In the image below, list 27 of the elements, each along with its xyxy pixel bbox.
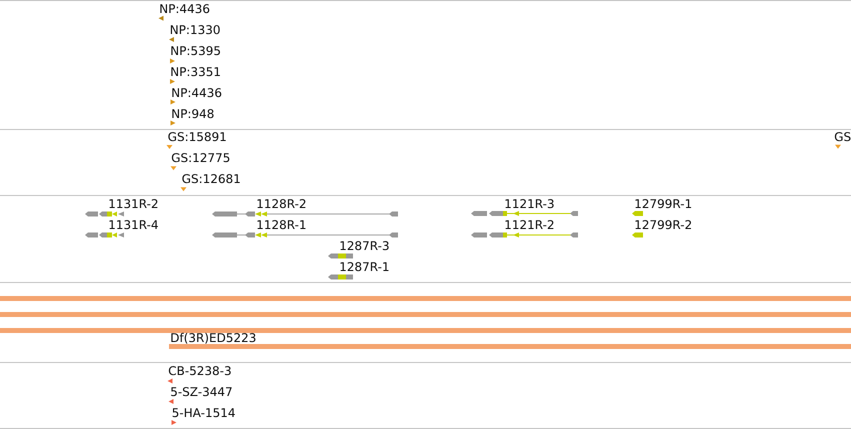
feature-label: Df(3R)ED5223 (171, 332, 256, 344)
feature-label: NP:3351 (171, 67, 220, 76)
feature-label: GS:15891 (168, 132, 226, 142)
feature-label: GS:12775 (172, 153, 230, 162)
feature-label: 1287R-3 (340, 241, 389, 250)
feature-label: 1121R-3 (506, 199, 554, 208)
feature-label: 12799R-2 (636, 220, 691, 230)
feature-label: NP:948 (172, 109, 214, 118)
feature-label: GS (834, 132, 850, 142)
feature-label: 1128R-1 (258, 220, 306, 230)
bar (0, 328, 851, 333)
feature-label: 5-HA-1514 (172, 408, 235, 418)
feature-label: NP:5395 (171, 46, 220, 56)
bar (0, 296, 851, 301)
feature-label: 1131R-2 (110, 199, 158, 208)
feature-label: NP:4436 (160, 4, 210, 14)
feature-label: 1131R-4 (110, 220, 158, 230)
feature-label: 12799R-1 (636, 199, 692, 208)
feature-label: CB-5238-3 (168, 366, 231, 376)
feature-label: 5-SZ-3447 (171, 387, 232, 396)
feature-label: 1128R-2 (258, 199, 306, 208)
bar (0, 312, 851, 317)
feature-label: 1121R-2 (506, 220, 554, 229)
feature-label: NP:4436 (172, 88, 222, 98)
feature-label: NP:1330 (170, 25, 220, 34)
feature-label: GS:12681 (182, 174, 240, 184)
feature-label: 1287R-1 (340, 262, 388, 272)
